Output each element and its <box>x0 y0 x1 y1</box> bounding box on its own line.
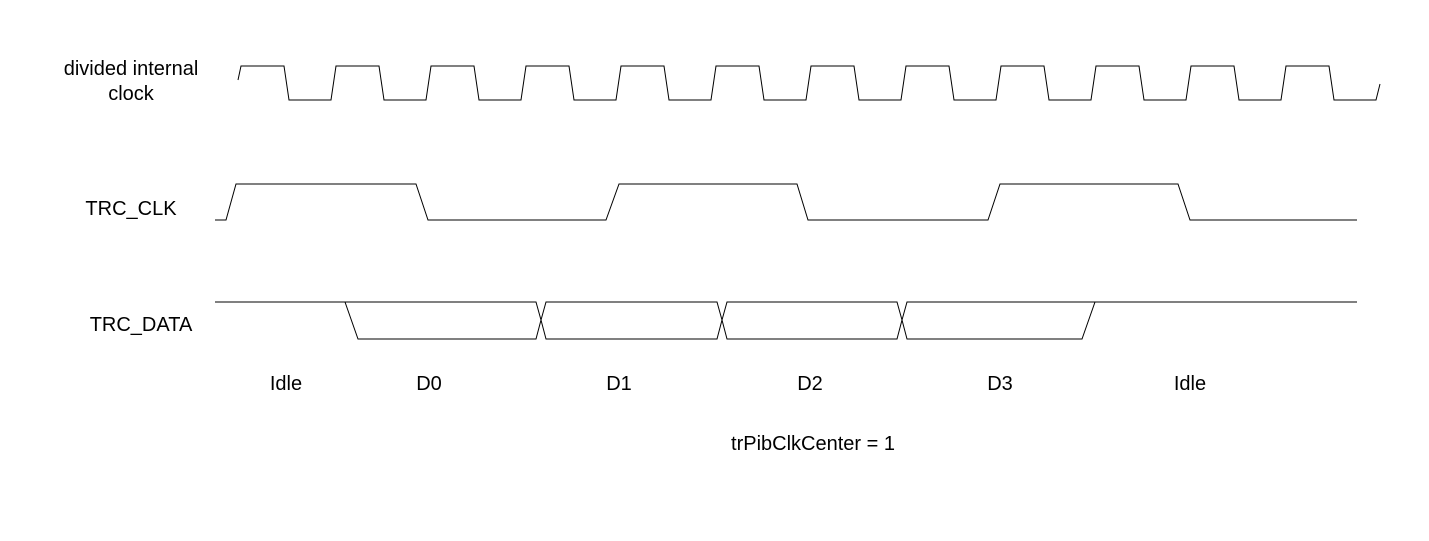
phase-label-idle-end: Idle <box>1174 373 1206 395</box>
clock-label-line1: divided internal <box>64 58 199 80</box>
phase-label-d3: D3 <box>987 373 1013 395</box>
phase-label-idle-start: Idle <box>270 373 302 395</box>
trc-clk-waveform <box>215 183 1357 221</box>
phase-label-d2: D2 <box>797 373 823 395</box>
data-cell-d0 <box>344 301 542 340</box>
trc-data-label: TRC_DATA <box>90 314 193 336</box>
phase-label-d0: D0 <box>416 373 442 395</box>
data-cell-d3 <box>901 301 1096 340</box>
data-cell-d2 <box>721 301 903 340</box>
config-note: trPibClkCenter = 1 <box>731 433 895 455</box>
clock-label-line2: clock <box>108 83 155 105</box>
data-cell-d1 <box>540 301 723 340</box>
trc-clk-label: TRC_CLK <box>85 198 177 220</box>
phase-label-d1: D1 <box>606 373 632 395</box>
divided-clock-waveform <box>237 65 1381 101</box>
